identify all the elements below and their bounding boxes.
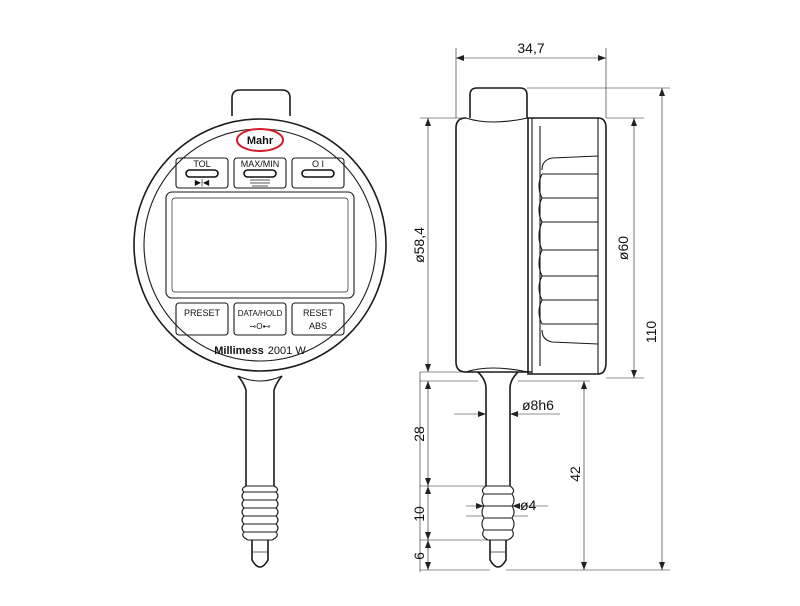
dim-body-diameter: ø58,4 — [411, 117, 466, 373]
dim-stem-total: 42 — [518, 380, 590, 570]
side-view: 34,7 ø58,4 ø60 110 42 — [411, 40, 670, 572]
side-contact-tip — [489, 540, 507, 568]
reset-label: RESET — [303, 308, 334, 318]
lcd-display — [171, 197, 349, 293]
dim-body-diameter-label: ø58,4 — [411, 227, 427, 263]
dim-left-stack: 28 10 6 — [411, 372, 490, 572]
reset-sub-label: ABS — [309, 321, 327, 331]
display-frame — [165, 191, 355, 299]
dim-spindle-diameter-label: ø4 — [520, 497, 537, 513]
bottom-button-datahold[interactable]: DATA/HOLD ⊸O⊷ — [233, 302, 287, 336]
bottom-button-reset[interactable]: RESET ABS — [291, 302, 345, 336]
power-key-slot — [301, 169, 335, 178]
dim-bezel-diameter-label: ø60 — [615, 236, 631, 260]
dim-bezel-diameter: ø60 — [606, 117, 644, 379]
brand-logo-text: Mahr — [247, 135, 274, 147]
dim-depth-label: 34,7 — [517, 40, 544, 56]
front-spindle-bellows — [241, 485, 279, 541]
top-button-power[interactable]: O I — [291, 157, 345, 189]
maxmin-key-slot — [243, 169, 277, 178]
side-main-body — [455, 117, 532, 373]
dim-total-height: 110 — [506, 87, 670, 571]
dim-stem-diameter-label: ø8h6 — [522, 397, 554, 413]
dim-tip-length-label: 6 — [411, 552, 427, 560]
dim-stem-diameter: ø8h6 — [454, 397, 560, 417]
stem-collar — [237, 375, 283, 382]
maxmin-label: MAX/MIN — [241, 159, 280, 169]
front-stem — [237, 375, 283, 486]
top-cap — [231, 89, 291, 116]
maxmin-bars-icon — [250, 179, 270, 187]
front-contact-tip — [251, 540, 269, 568]
side-top-cap — [469, 87, 528, 118]
top-button-maxmin[interactable]: MAX/MIN — [233, 157, 287, 189]
tol-key-slot — [185, 169, 219, 178]
preset-label: PRESET — [184, 308, 221, 318]
datahold-label: DATA/HOLD — [238, 309, 283, 318]
front-view: Mahr TOL ▶|◀ MAX/MIN O I PRESET — [133, 89, 387, 568]
side-bezel — [527, 117, 607, 375]
side-key-profiles — [538, 155, 599, 345]
brand-logo-oval — [236, 128, 284, 152]
tol-arrow-icon: ▶|◀ — [195, 178, 210, 187]
dim-spindle-travel-label: 10 — [411, 506, 427, 522]
dim-spindle-diameter: ø4 — [466, 497, 548, 517]
datahold-connector-icon: ⊸O⊷ — [250, 322, 271, 331]
tol-label: TOL — [193, 159, 210, 169]
side-spindle-bellows — [481, 485, 515, 541]
dim-depth: 34,7 — [455, 40, 607, 118]
top-button-tol[interactable]: TOL ▶|◀ — [175, 157, 229, 189]
power-label: O I — [312, 159, 324, 169]
dial-outer-ring — [133, 118, 387, 372]
side-stem — [477, 371, 519, 486]
bottom-button-preset[interactable]: PRESET — [175, 302, 229, 336]
dim-total-height-label: 110 — [643, 321, 659, 344]
dim-stem-length-label: 28 — [411, 426, 427, 442]
dim-stem-total-label: 42 — [567, 466, 583, 482]
